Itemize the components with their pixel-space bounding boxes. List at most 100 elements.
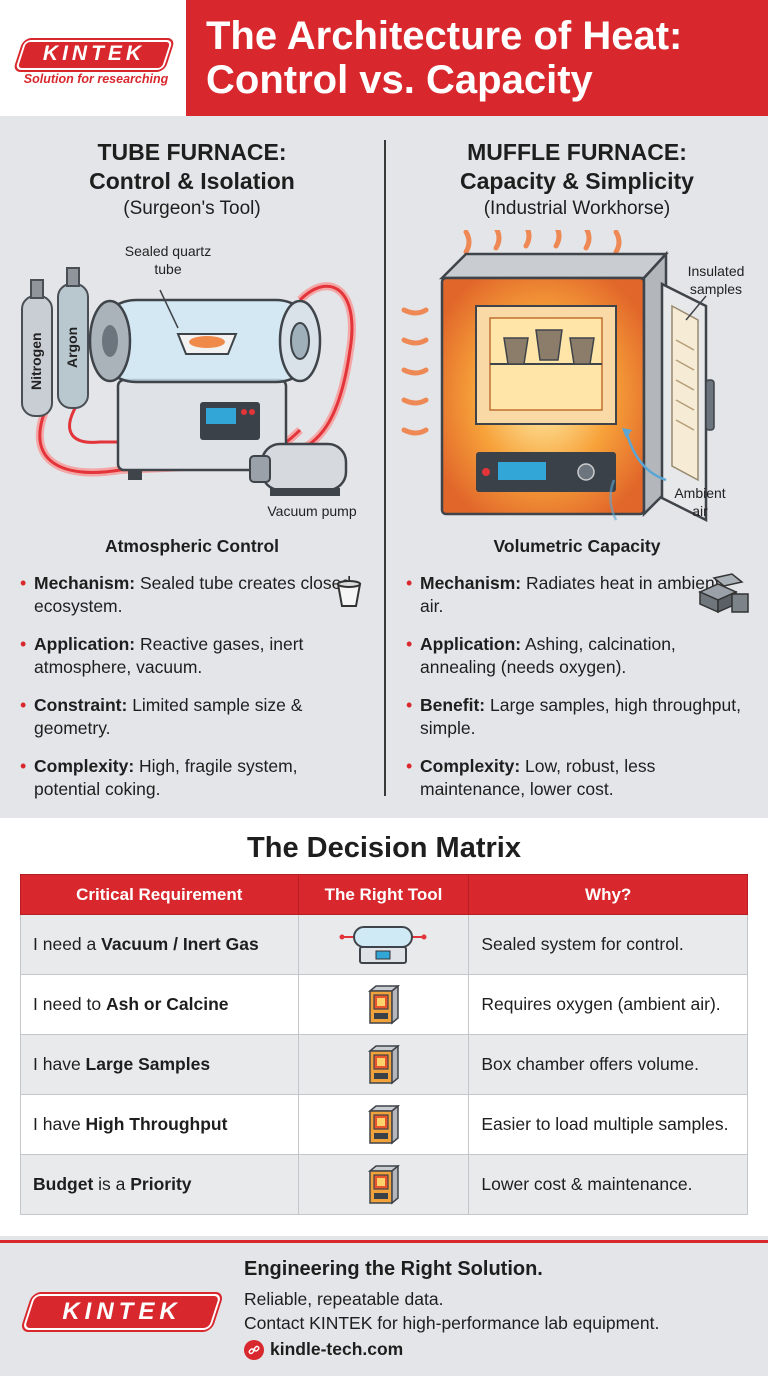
bullet-text: Limited sample size & geometry. [34,695,303,738]
logo-text: KINTEK [42,42,146,65]
column-header-why: Why? [468,874,748,915]
muffle-furnace-column: MUFFLE FURNACE: Capacity & Simplicity (I… [386,126,768,806]
bullet-label: Application: [420,634,522,654]
tube-title-line-1: TUBE FURNACE: [97,139,287,165]
tube-furnace-icon: Nitrogen Argon [21,267,356,496]
bullet-text: Reactive gases, inert atmosphere, vacuum… [34,634,304,677]
bullet-label: Complexity: [420,756,521,776]
req-bold: Budget [33,1174,94,1194]
callout-samples-line-1: Insulated [687,263,745,279]
nitrogen-label: Nitrogen [28,332,44,390]
callout-sealed-tube-line-2: tube [154,261,182,277]
footer: KINTEK Engineering the Right Solution. R… [0,1236,768,1376]
crucible-icon [336,580,362,607]
logo-tagline: Solution for researching [23,72,169,86]
req-bold: Ash or Calcine [105,994,229,1014]
list-item: Mechanism: Sealed tube creates closed ec… [20,572,360,618]
callout-insulated-samples: Insulated samples [668,262,764,298]
bullet-text: Sealed tube creates closed ecosystem. [34,573,352,616]
table-row: I have High Throughput Easier to load mu… [20,1094,748,1155]
bullet-label: Mechanism: [420,573,522,593]
tube-furnace-column: TUBE FURNACE: Control & Isolation (Surge… [0,126,384,806]
logo-area: KINTEK Solution for researching [0,0,186,116]
req-text: I have [33,1114,86,1134]
tool-cell [297,1154,470,1215]
footer-line-2: Contact KINTEK for high-performance lab … [244,1313,660,1333]
title-line-2: Control vs. Capacity [206,58,593,102]
req-text: I have [33,1054,86,1074]
requirement-cell: I need a Vacuum / Inert Gas [20,914,299,975]
callout-sealed-tube-line-1: Sealed quartz [124,243,212,259]
list-item: Application: Reactive gases, inert atmos… [20,633,360,679]
tube-bullet-list: Mechanism: Sealed tube creates closed ec… [20,572,360,816]
why-cell: Requires oxygen (ambient air). [468,974,748,1035]
decision-matrix-table: Critical Requirement The Right Tool Why?… [20,874,748,1215]
list-item: Application: Ashing, calcination, anneal… [406,633,746,679]
why-cell: Box chamber offers volume. [468,1034,748,1095]
req-bold: High Throughput [85,1114,228,1134]
muffle-furnace-icon [368,1104,401,1145]
tube-furnace-icon [339,925,427,964]
muffle-title: MUFFLE FURNACE: Capacity & Simplicity [386,138,768,196]
tool-cell [297,1034,470,1095]
bullet-label: Constraint: [34,695,128,715]
muffle-subtitle: (Industrial Workhorse) [483,198,671,219]
table-header-row: Critical Requirement The Right Tool Why? [20,874,748,915]
footer-kintek-logo[interactable]: KINTEK [22,1294,222,1330]
muffle-furnace-icon [401,230,715,523]
footer-logo-text: KINTEK [62,1298,182,1325]
callout-vacuum-pump: Vacuum pump [267,503,357,519]
list-item: Complexity: Low, robust, less maintenanc… [406,755,746,801]
table-row: I need a Vacuum / Inert Gas Sealed syste… [20,914,748,975]
requirement-cell: Budget is a Priority [20,1154,299,1215]
callout-sealed-tube: Sealed quartz tube [108,242,228,278]
req-text: is a [93,1174,131,1194]
tool-cell [297,974,470,1035]
why-cell: Easier to load multiple samples. [468,1094,748,1155]
list-item: Constraint: Limited sample size & geomet… [20,694,360,740]
website-link[interactable]: kindle-tech.com [244,1339,764,1360]
req-bold: Large Samples [85,1054,211,1074]
table-row: I have Large Samples Box chamber offers … [20,1034,748,1095]
header: KINTEK Solution for researching The Arch… [0,0,768,116]
why-cell: Sealed system for control. [468,914,748,975]
footer-heading: Engineering the Right Solution. [244,1258,543,1280]
column-divider [384,140,386,796]
link-icon [244,1339,264,1360]
muffle-furnace-illustration: Insulated samples Ambient air [386,230,768,530]
footer-divider [0,1240,768,1243]
callout-air-line-1: Ambient [674,485,726,501]
decision-matrix-section: The Decision Matrix Critical Requirement… [0,818,768,1236]
tube-furnace-illustration: Nitrogen Argon Sealed quartz tube Vacuum… [0,230,384,530]
list-item: Mechanism: Radiates heat in ambient air. [406,572,746,618]
req-bold: Priority [130,1174,192,1194]
bullet-text: Radiates heat in ambient air. [420,573,720,616]
callout-air-line-2: air [692,503,708,519]
bullet-text: Large samples, high throughput, simple. [420,695,742,738]
website-link-text: kindle-tech.com [270,1339,404,1359]
kintek-logo[interactable]: KINTEK [15,40,173,70]
requirement-cell: I need to Ash or Calcine [20,974,299,1035]
bullet-label: Application: [34,634,136,654]
tool-cell [297,1094,470,1155]
tube-subtitle: (Surgeon's Tool) [123,198,261,219]
bullet-text: Low, robust, less maintenance, lower cos… [420,756,656,799]
why-cell: Lower cost & maintenance. [468,1154,748,1215]
page-title: The Architecture of Heat: Control vs. Ca… [206,14,682,102]
bullet-label: Benefit: [420,695,486,715]
bullet-text: Ashing, calcination, annealing (needs ox… [420,634,676,677]
callout-samples-line-2: samples [689,281,743,297]
column-header-tool: The Right Tool [297,874,470,915]
tube-title-line-2: Control & Isolation [89,168,295,194]
muffle-furnace-icon [368,1044,401,1085]
matrix-title: The Decision Matrix [247,832,521,864]
list-item: Complexity: High, fragile system, potent… [20,755,360,801]
muffle-furnace-icon [368,984,401,1025]
muffle-title-line-1: MUFFLE FURNACE: [467,139,687,165]
muffle-title-line-2: Capacity & Simplicity [460,168,694,194]
bullet-label: Complexity: [34,756,135,776]
muffle-furnace-icon [368,1164,401,1205]
column-header-requirement: Critical Requirement [20,874,299,915]
title-line-1: The Architecture of Heat: [206,14,683,58]
req-text: I need a [33,934,102,954]
